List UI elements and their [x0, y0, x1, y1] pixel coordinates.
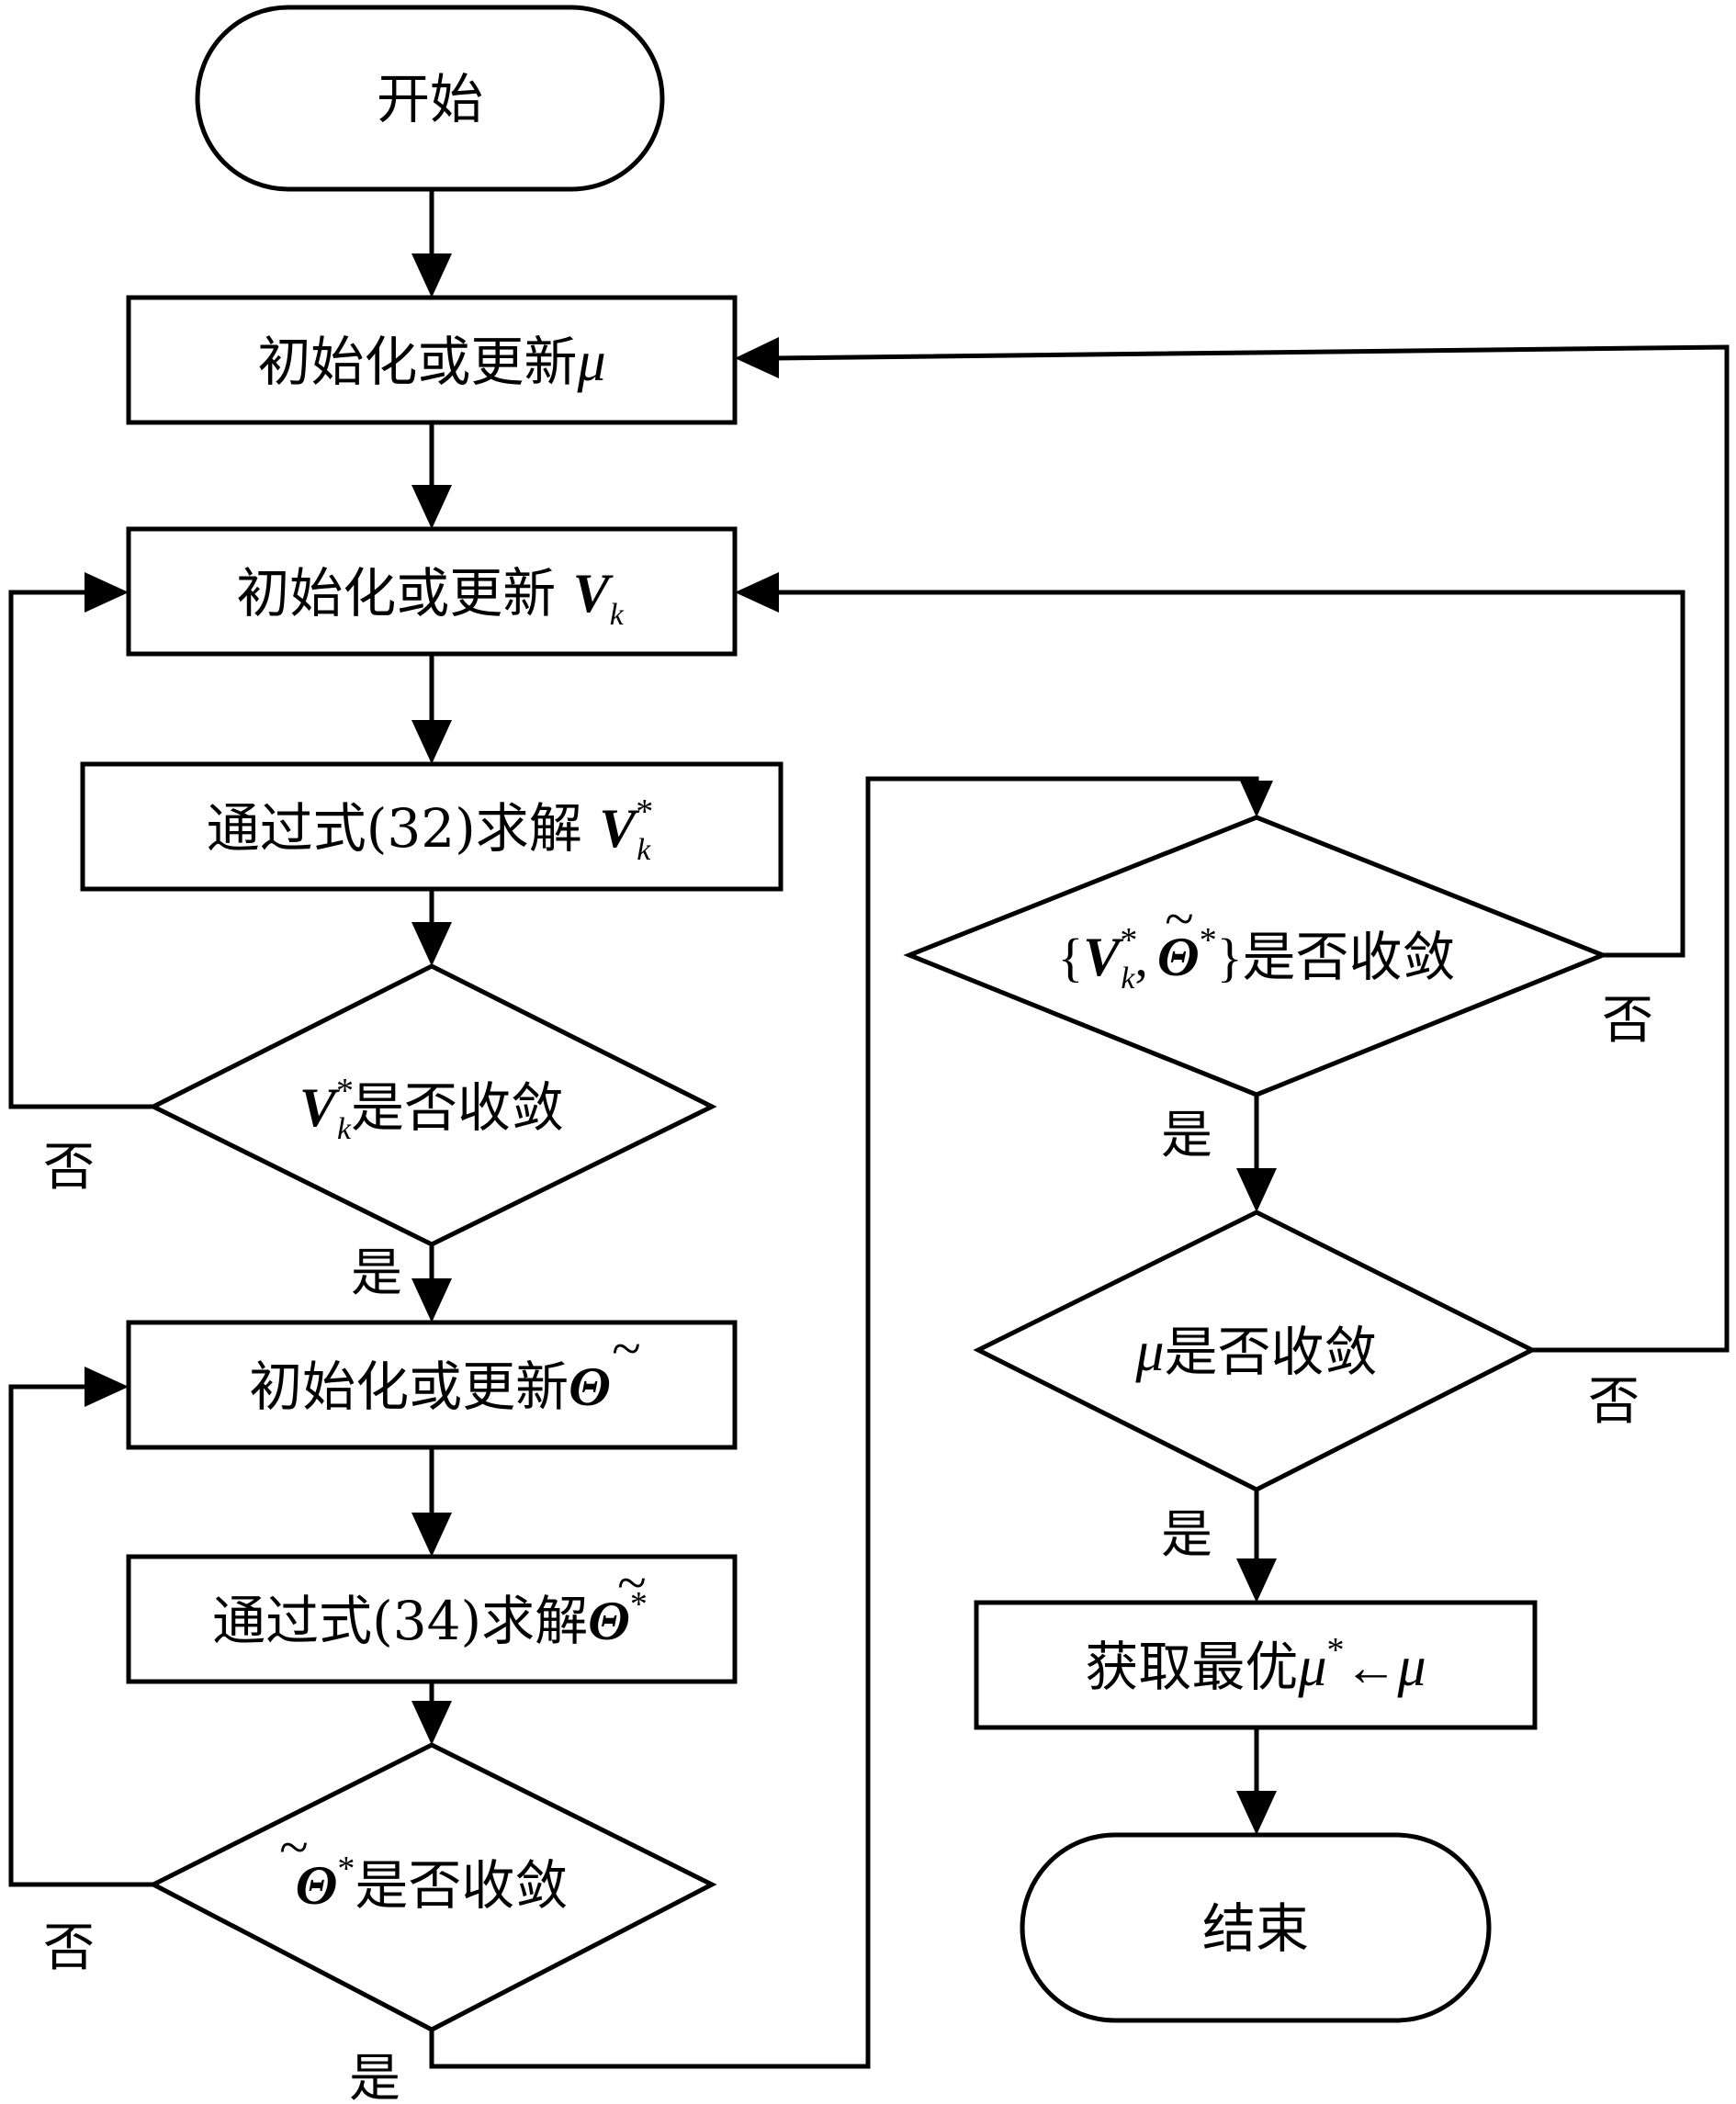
edge-check-theta-yes — [429, 776, 1273, 2069]
check-joint-open: { — [1057, 928, 1083, 987]
edge-get-optimal-to-end — [1236, 1727, 1277, 1835]
check-theta-sup: * — [337, 1850, 355, 1888]
label-theta-yes: 是 — [349, 2049, 400, 2104]
solve-vk-box: 通过式(32)求解 V*k — [80, 761, 783, 892]
solve-vk-prefix: 通过式(32)求解 — [207, 797, 600, 860]
check-joint-diamond: {V*k,Θ*}是否收敛 ~ — [903, 815, 1609, 1097]
check-theta-tilde: ~ — [279, 1817, 308, 1877]
init-mu-label: 初始化或更新μ — [257, 331, 605, 393]
init-theta-var: Θ — [569, 1356, 611, 1417]
init-mu-box: 初始化或更新μ — [126, 295, 738, 425]
check-vk-sub: k — [337, 1112, 352, 1146]
check-mu-suffix: 是否收敛 — [1165, 1321, 1378, 1383]
solve-theta-var: Θ — [588, 1591, 630, 1651]
check-vk-label: V*k是否收敛 — [299, 1072, 564, 1146]
check-joint-label: {V*k,Θ*}是否收敛 — [1057, 921, 1455, 996]
check-joint-close: } — [1217, 928, 1243, 987]
check-joint-comma: , — [1134, 928, 1148, 987]
label-mu-yes: 是 — [1161, 1505, 1212, 1565]
init-vk-sub: k — [610, 598, 625, 632]
get-optimal-sup: * — [1327, 1631, 1345, 1670]
solve-vk-var: V — [599, 798, 640, 859]
init-mu-prefix: 初始化或更新 — [257, 331, 577, 393]
check-vk-suffix: 是否收敛 — [351, 1076, 564, 1139]
edge-check-mu-yes — [1236, 1490, 1277, 1603]
check-joint-tilde: ~ — [1165, 889, 1193, 949]
check-vk-sup: * — [336, 1072, 354, 1110]
init-vk-prefix: 初始化或更新 — [236, 562, 572, 624]
check-joint-var1: V — [1083, 927, 1124, 987]
check-theta-suffix: 是否收敛 — [355, 1854, 568, 1917]
edge-check-joint-yes — [1236, 1095, 1277, 1212]
edge-init-theta-to-solve-theta — [411, 1447, 452, 1557]
solve-theta-label: 通过式(34)求解Θ* — [212, 1585, 648, 1652]
label-mu-no: 否 — [1588, 1372, 1640, 1432]
check-joint-sup2: * — [1200, 921, 1217, 960]
init-vk-label: 初始化或更新 Vk — [236, 562, 624, 632]
check-vk-diamond: V*k是否收敛 — [148, 963, 717, 1247]
label-theta-no: 否 — [43, 1918, 95, 1978]
get-optimal-arrow: ← — [1345, 1637, 1398, 1697]
edge-check-vk-yes — [411, 1244, 452, 1322]
edge-check-mu-no — [735, 337, 1730, 1353]
get-optimal-box: 获取最优μ*←μ — [974, 1600, 1538, 1730]
label-vk-yes: 是 — [351, 1243, 402, 1303]
edge-check-theta-no-loop — [8, 1367, 153, 1887]
get-optimal-var: μ — [1297, 1636, 1326, 1698]
label-vk-no: 否 — [43, 1138, 95, 1198]
check-joint-sup1: * — [1120, 921, 1137, 960]
edge-start-to-init-mu — [411, 189, 452, 298]
solve-theta-sup: * — [630, 1585, 648, 1624]
solve-vk-sub: k — [637, 833, 651, 867]
label-joint-yes: 是 — [1161, 1106, 1212, 1165]
check-vk-var: V — [299, 1077, 341, 1138]
edge-check-joint-no — [735, 572, 1685, 958]
init-vk-var: V — [573, 563, 614, 624]
edge-solve-theta-to-check-theta — [411, 1682, 452, 1745]
check-theta-label: Θ*是否收敛 — [296, 1850, 569, 1917]
check-joint-sub1: k — [1121, 962, 1135, 996]
end-terminal: 结束 — [1020, 1832, 1492, 2023]
get-optimal-label: 获取最优μ*←μ — [1085, 1631, 1426, 1698]
edge-init-vk-to-solve-vk — [411, 654, 452, 764]
check-theta-var: Θ — [296, 1855, 338, 1916]
check-mu-label: μ是否收敛 — [1134, 1321, 1377, 1383]
end-label: 结束 — [1202, 1897, 1309, 1960]
solve-theta-tilde: ~ — [617, 1553, 646, 1613]
init-theta-tilde: ~ — [612, 1319, 640, 1378]
init-theta-prefix: 初始化或更新 — [249, 1356, 569, 1418]
edge-check-vk-no-loop — [8, 572, 153, 1109]
edge-init-mu-to-init-vk — [411, 422, 452, 529]
check-theta-diamond: Θ*是否收敛 ~ — [148, 1742, 717, 2032]
get-optimal-prefix: 获取最优 — [1085, 1636, 1298, 1698]
solve-vk-label: 通过式(32)求解 V*k — [207, 793, 654, 867]
solve-theta-prefix: 通过式(34)求解 — [212, 1590, 588, 1652]
label-joint-no: 否 — [1602, 991, 1653, 1051]
solve-theta-box: 通过式(34)求解Θ* ~ — [126, 1553, 738, 1684]
init-theta-box: 初始化或更新Θ ~ — [126, 1319, 738, 1450]
check-mu-diamond: μ是否收敛 — [973, 1210, 1538, 1492]
check-mu-var: μ — [1134, 1321, 1164, 1383]
edge-solve-vk-to-check-vk — [411, 889, 452, 966]
start-label: 开始 — [377, 68, 483, 130]
solve-vk-sup: * — [636, 793, 653, 831]
init-mu-var: μ — [576, 331, 605, 393]
check-joint-var2: Θ — [1157, 927, 1200, 987]
check-joint-suffix: 是否收敛 — [1243, 926, 1456, 988]
init-theta-label: 初始化或更新Θ — [249, 1356, 611, 1418]
start-terminal: 开始 — [195, 5, 665, 192]
get-optimal-var2: μ — [1397, 1636, 1426, 1698]
init-vk-box: 初始化或更新 Vk — [126, 526, 738, 657]
